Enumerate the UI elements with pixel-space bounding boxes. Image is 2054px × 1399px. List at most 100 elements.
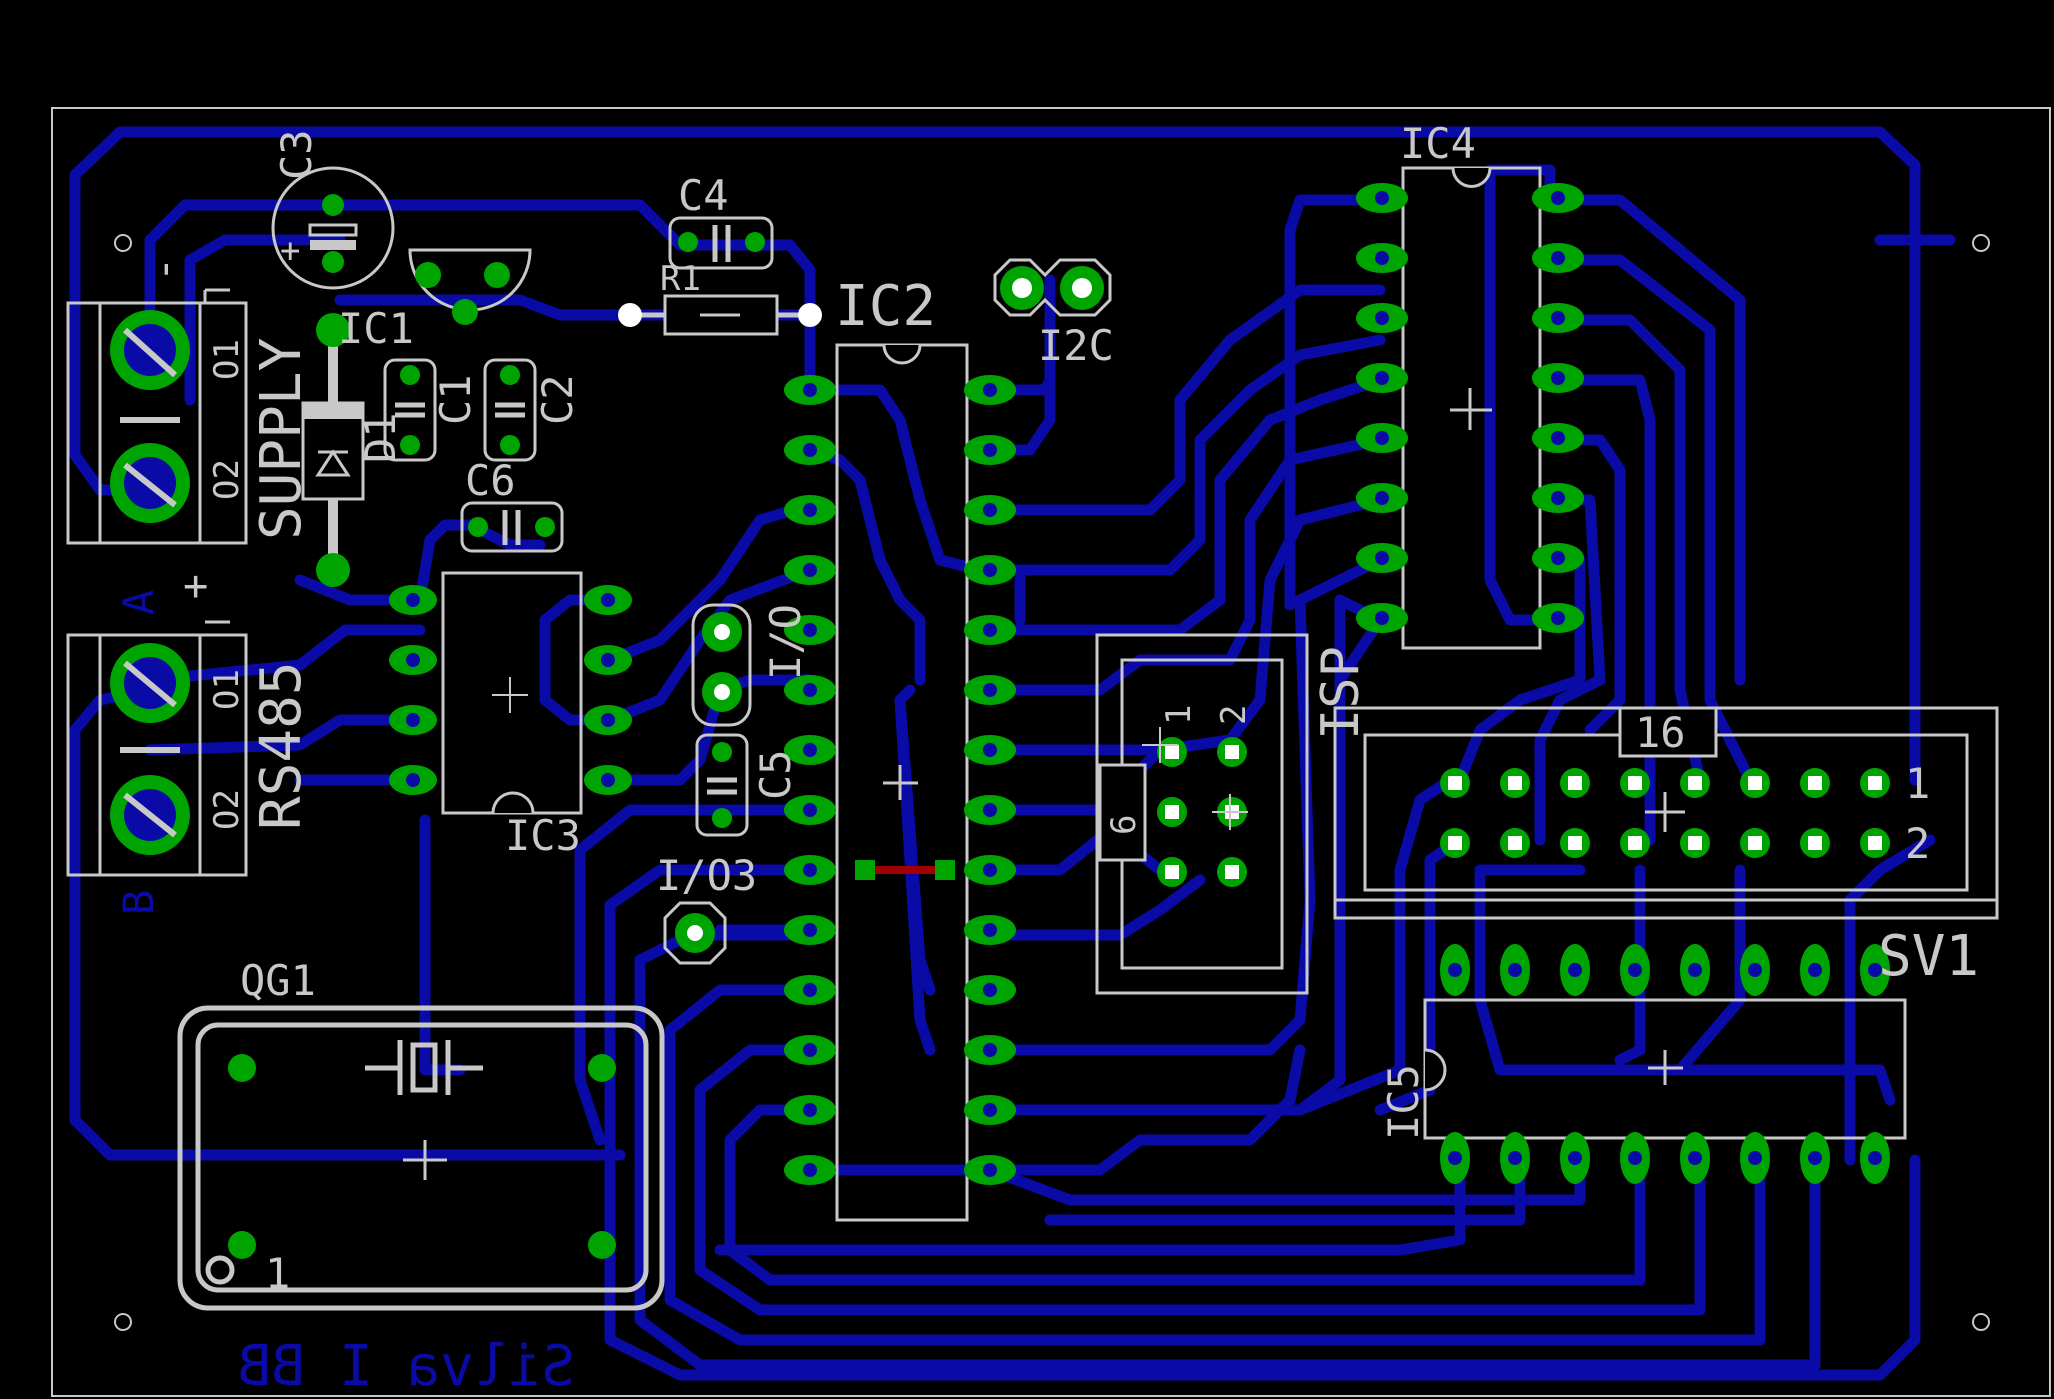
ic5-pin xyxy=(1440,1132,1470,1184)
ic2-pin xyxy=(964,735,1016,765)
capacitor-c4 xyxy=(668,216,774,270)
chip-ic3 xyxy=(441,571,583,815)
bottom-layer-text: Silva I BB xyxy=(238,1334,575,1399)
sv1-pin xyxy=(1440,828,1470,858)
ic2-pin xyxy=(964,675,1016,705)
sv1-pin xyxy=(1620,768,1650,798)
label-r1: R1 xyxy=(660,259,701,299)
ic2-pin xyxy=(964,795,1016,825)
label-c2: C2 xyxy=(533,374,582,425)
ic2-pin xyxy=(784,1035,836,1065)
sv1-pin xyxy=(1620,828,1650,858)
ic5-pin xyxy=(1860,944,1890,996)
ic4-pin xyxy=(1532,303,1584,333)
ic2-pin xyxy=(784,555,836,585)
connector-io xyxy=(691,603,752,727)
sv1-pin xyxy=(1860,828,1890,858)
ic2-pin xyxy=(964,375,1016,405)
ic2-pin xyxy=(784,435,836,465)
sv1-pin xyxy=(1860,768,1890,798)
label-i2c: I2C xyxy=(1038,321,1114,370)
label-sv1: SV1 xyxy=(1878,924,1979,989)
ic2-pin xyxy=(964,1155,1016,1185)
sv1-pin xyxy=(1680,828,1710,858)
capacitor-c2 xyxy=(483,358,537,462)
label-rs485: RS485 xyxy=(249,661,314,830)
ic2-pin xyxy=(784,495,836,525)
regulator-to92 xyxy=(408,248,532,325)
svg-text:+: + xyxy=(280,231,300,271)
label-isp-pin2: 2 xyxy=(1214,705,1254,725)
terminal-block-rs485 xyxy=(66,620,248,877)
pads-layer xyxy=(389,183,1890,1185)
ic5-pin xyxy=(1680,1132,1710,1184)
ic5-pin xyxy=(1620,944,1650,996)
ic4-pin xyxy=(1356,483,1408,513)
ic3-pin xyxy=(584,765,632,795)
chip-ic2 xyxy=(835,343,969,1222)
ic2-pin xyxy=(784,855,836,885)
ic4-pin xyxy=(1356,243,1408,273)
ic4-pin xyxy=(1532,423,1584,453)
ic5-pin xyxy=(1800,1132,1830,1184)
label-io: I/O xyxy=(761,604,810,680)
ic5-pin xyxy=(1860,1132,1890,1184)
ic4-pin xyxy=(1532,543,1584,573)
sv1-pin xyxy=(1440,768,1470,798)
ic2-pin xyxy=(784,795,836,825)
ic3-pin xyxy=(584,585,632,615)
label-supply-o1: O1 xyxy=(207,339,247,380)
chip-ic4 xyxy=(1401,166,1542,650)
ic5-pin xyxy=(1740,944,1770,996)
label-isp-pin6: 6 xyxy=(1104,815,1144,835)
ic2-pin xyxy=(784,1155,836,1185)
ic2-pin xyxy=(784,735,836,765)
ic4-pin xyxy=(1532,183,1584,213)
diode-d1 xyxy=(301,313,365,587)
sv1-pin xyxy=(1500,768,1530,798)
label-c4: C4 xyxy=(678,171,729,220)
capacitor-c3: + xyxy=(271,166,395,290)
ic3-pin xyxy=(389,645,437,675)
ic5-pin xyxy=(1740,1132,1770,1184)
ic2-pin xyxy=(964,1035,1016,1065)
ic4-pin xyxy=(1356,363,1408,393)
capacitor-c5 xyxy=(695,733,749,837)
sv1-pin xyxy=(1740,768,1770,798)
ic5-pin xyxy=(1500,944,1530,996)
label-supply: SUPPLY xyxy=(249,338,314,540)
label-rs485-o1: O1 xyxy=(207,669,247,710)
ic2-pin xyxy=(784,975,836,1005)
sv1-pin xyxy=(1560,828,1590,858)
label-isp: ISP xyxy=(1311,646,1371,740)
label-ic2: IC2 xyxy=(835,274,936,339)
label-c1: C1 xyxy=(431,374,480,425)
connector-i2c xyxy=(993,258,1112,317)
label-ic1: IC1 xyxy=(338,304,414,353)
ic4-pin xyxy=(1356,423,1408,453)
ic2-pin xyxy=(784,915,836,945)
ic5-pin xyxy=(1680,944,1710,996)
ic4-pin xyxy=(1356,303,1408,333)
ic4-pin xyxy=(1532,243,1584,273)
oscillator-qg1 xyxy=(177,1005,665,1311)
connector-isp xyxy=(1095,633,1309,995)
label-qg1-pin1: 1 xyxy=(265,1249,290,1298)
label-supply-minus: - xyxy=(139,257,188,282)
terminal-block-supply xyxy=(66,288,248,545)
sv1-pin xyxy=(1740,828,1770,858)
ic5-pin xyxy=(1800,944,1830,996)
label-io3: I/O3 xyxy=(656,851,757,900)
ic4-pin xyxy=(1532,363,1584,393)
label-sv1-pin1: 1 xyxy=(1905,759,1930,808)
label-c5: C5 xyxy=(751,749,800,800)
label-ic4: IC4 xyxy=(1400,119,1476,168)
ic2-pin xyxy=(964,915,1016,945)
label-supply-plus: + xyxy=(183,561,208,610)
ic3-pin xyxy=(389,585,437,615)
label-supply-o2: O2 xyxy=(207,459,247,500)
ic2-pin xyxy=(784,615,836,645)
ic5-pin xyxy=(1440,944,1470,996)
ic3-pin xyxy=(389,765,437,795)
